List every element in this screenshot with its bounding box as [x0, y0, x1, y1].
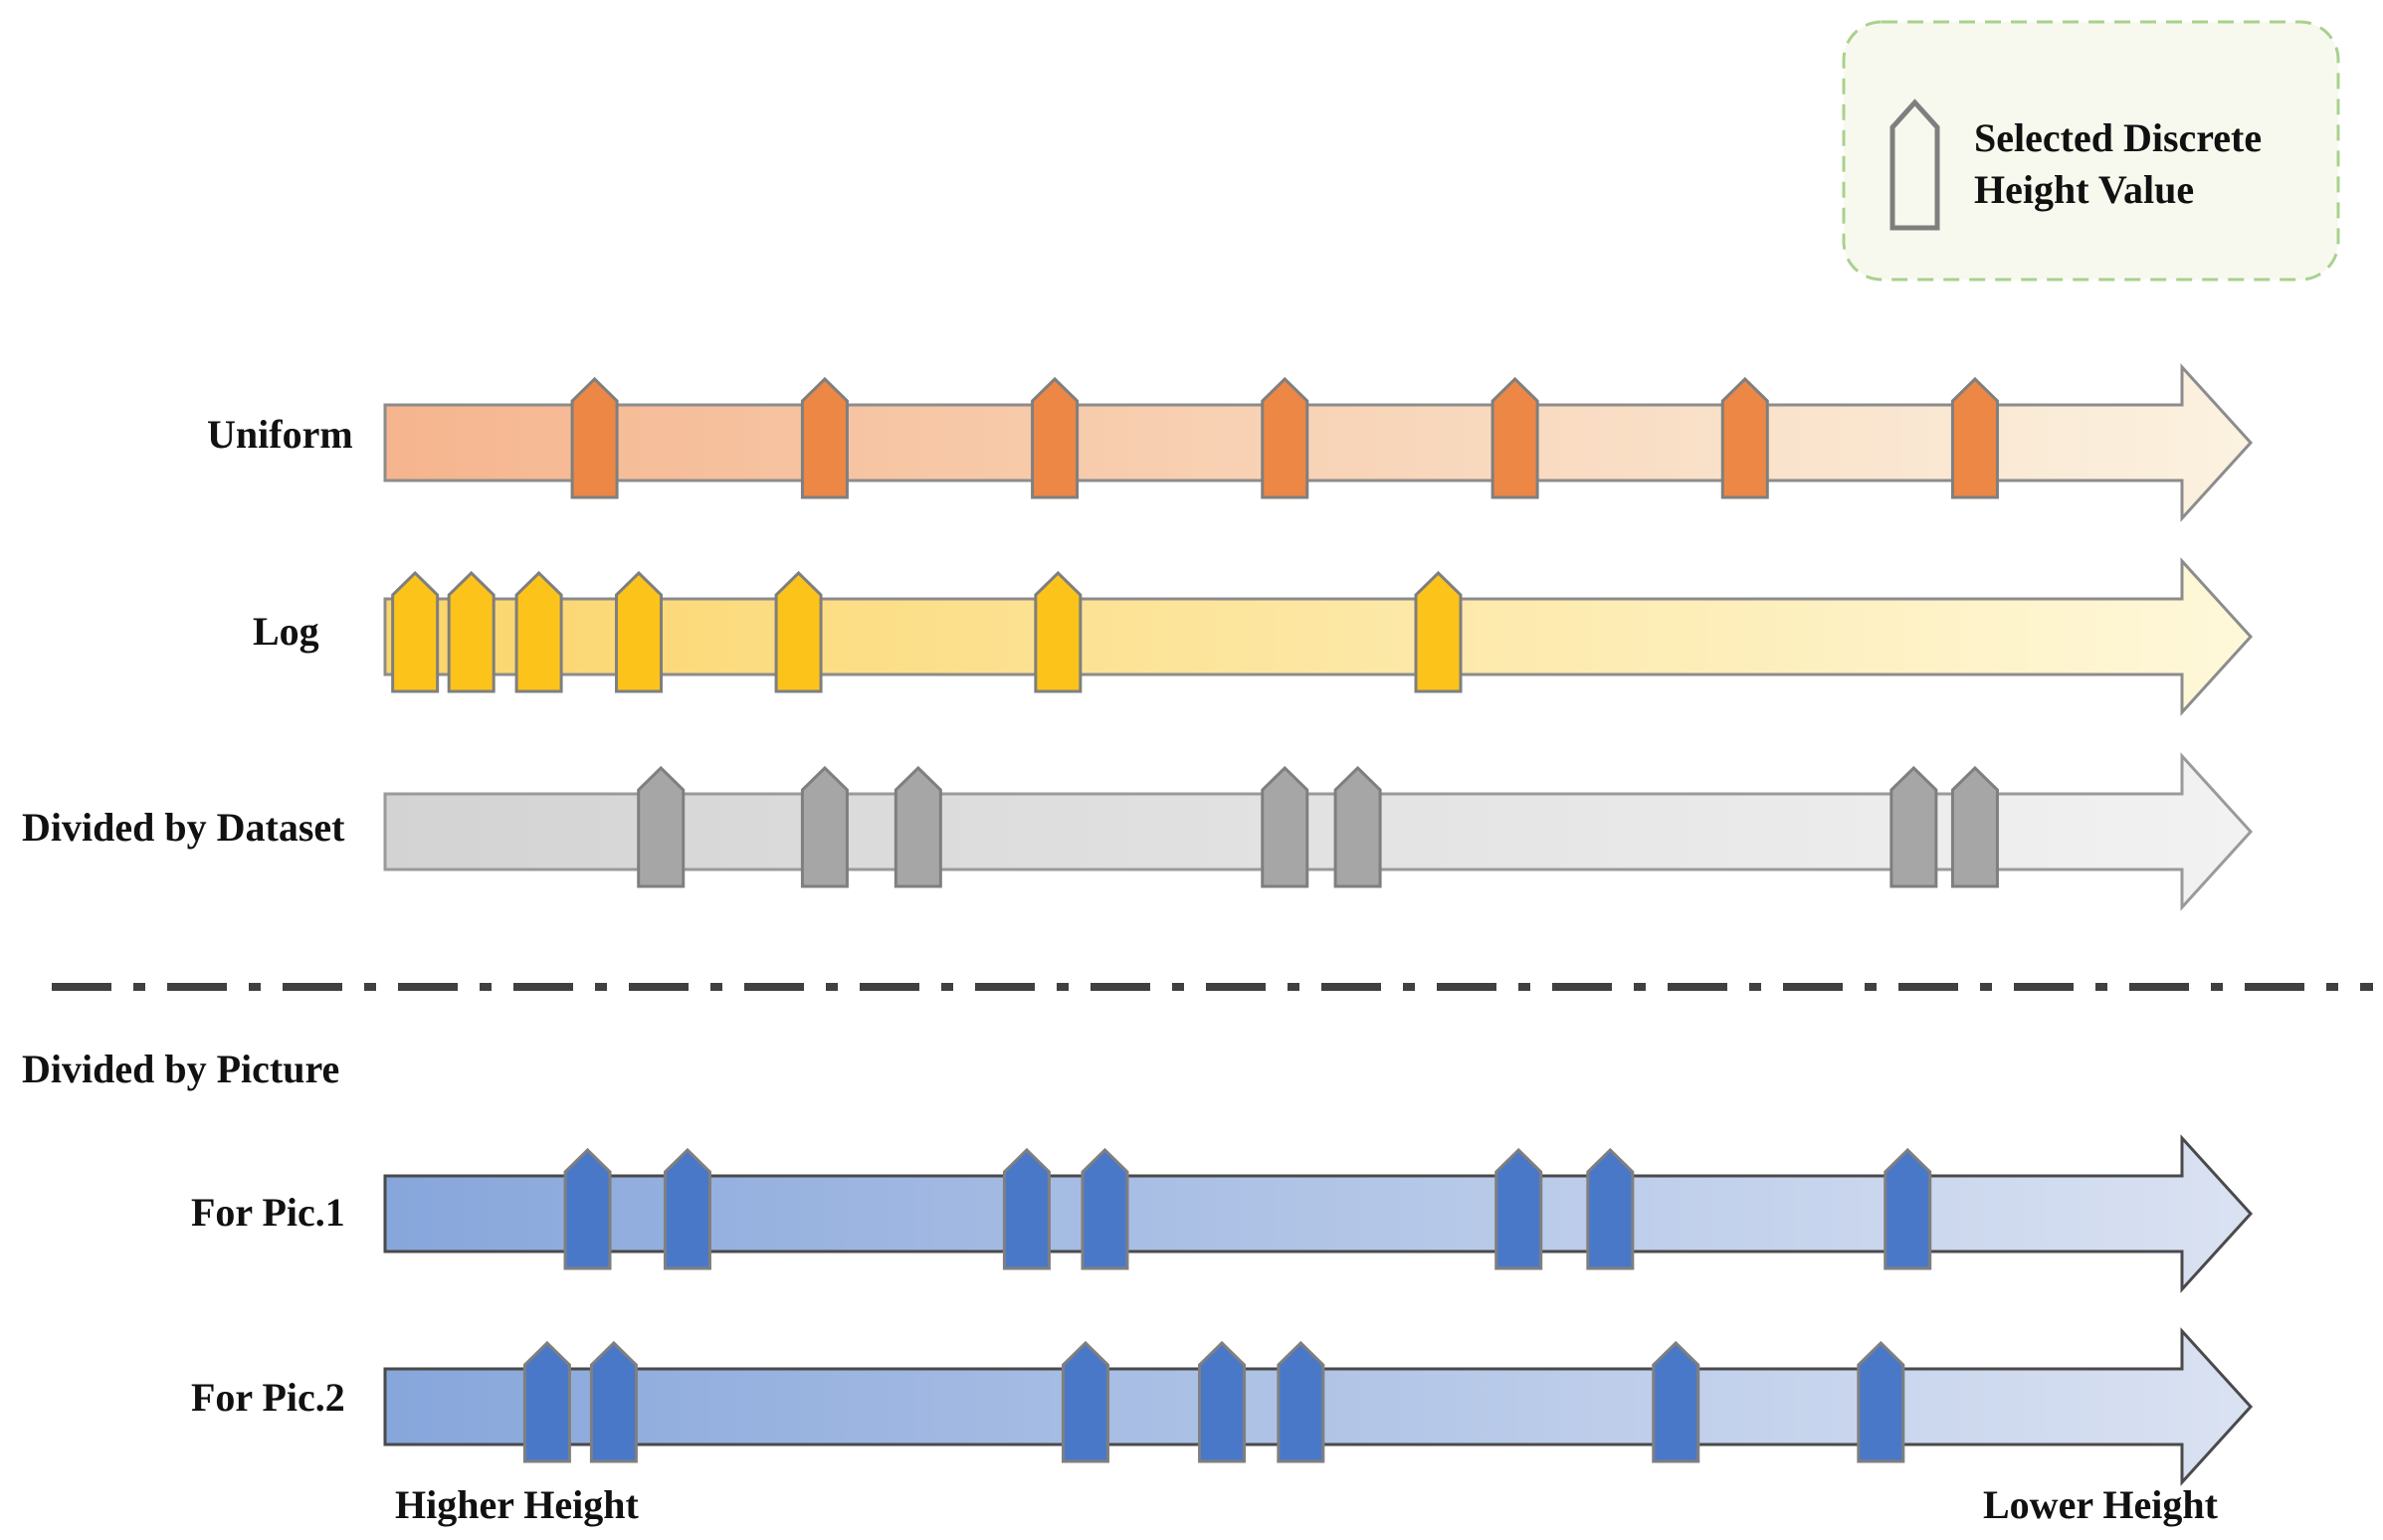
- row-label-uniform: Uniform: [207, 412, 353, 457]
- marker-pic1-6: [1586, 1147, 1635, 1270]
- marker-log-3: [514, 570, 563, 693]
- marker-pic2-6: [1652, 1340, 1700, 1463]
- row-label-log: Log: [253, 609, 319, 654]
- marker-pic2-5: [1277, 1340, 1325, 1463]
- marker-dataset-5: [1333, 765, 1382, 888]
- marker-dataset-6: [1889, 765, 1938, 888]
- arrow-row-pic2: [383, 1327, 2254, 1486]
- legend: Selected Discrete Height Value: [1842, 20, 2340, 282]
- marker-dataset-7: [1950, 765, 1999, 888]
- row-label-pic2: For Pic.2: [191, 1375, 345, 1420]
- marker-uniform-5: [1490, 376, 1539, 499]
- marker-uniform-7: [1950, 376, 1999, 499]
- marker-uniform-6: [1720, 376, 1769, 499]
- marker-log-5: [774, 570, 823, 693]
- marker-dataset-1: [637, 765, 686, 888]
- marker-pic1-2: [663, 1147, 711, 1270]
- axis-left-label: Higher Height: [395, 1482, 639, 1527]
- marker-dataset-4: [1261, 765, 1309, 888]
- marker-uniform-4: [1261, 376, 1309, 499]
- section-label-picture: Divided by Picture: [22, 1047, 339, 1091]
- marker-pic2-4: [1198, 1340, 1247, 1463]
- marker-log-1: [391, 570, 440, 693]
- pentagon-marker-icon: [1889, 98, 1940, 231]
- marker-pic2-7: [1857, 1340, 1905, 1463]
- marker-pic2-3: [1061, 1340, 1109, 1463]
- row-label-dataset: Divided by Dataset: [22, 805, 345, 850]
- marker-log-6: [1034, 570, 1083, 693]
- arrow-uniform: [383, 363, 2254, 522]
- arrow-row-log: [383, 557, 2254, 716]
- marker-log-2: [447, 570, 496, 693]
- marker-uniform-1: [570, 376, 619, 499]
- marker-pic2-1: [522, 1340, 571, 1463]
- arrow-row-uniform: [383, 363, 2254, 522]
- marker-log-4: [615, 570, 664, 693]
- marker-pic1-3: [1002, 1147, 1051, 1270]
- marker-dataset-3: [894, 765, 942, 888]
- legend-box: [1842, 20, 2340, 282]
- arrow-row-pic1: [383, 1134, 2254, 1293]
- marker-dataset-2: [800, 765, 849, 888]
- marker-pic1-5: [1494, 1147, 1543, 1270]
- arrow-rows: [383, 363, 2254, 1486]
- marker-uniform-2: [800, 376, 849, 499]
- arrow-row-dataset: [383, 752, 2254, 911]
- marker-pic2-2: [589, 1340, 638, 1463]
- marker-pic1-7: [1884, 1147, 1932, 1270]
- marker-pic1-4: [1081, 1147, 1129, 1270]
- marker-uniform-3: [1031, 376, 1080, 499]
- legend-line-1: Selected Discrete: [1974, 115, 2262, 160]
- marker-log-7: [1414, 570, 1463, 693]
- axis-right-label: Lower Height: [1983, 1482, 2219, 1527]
- arrow-log: [383, 557, 2254, 716]
- marker-pic1-1: [563, 1147, 612, 1270]
- legend-line-2: Height Value: [1974, 167, 2194, 212]
- row-label-pic1: For Pic.1: [191, 1190, 345, 1235]
